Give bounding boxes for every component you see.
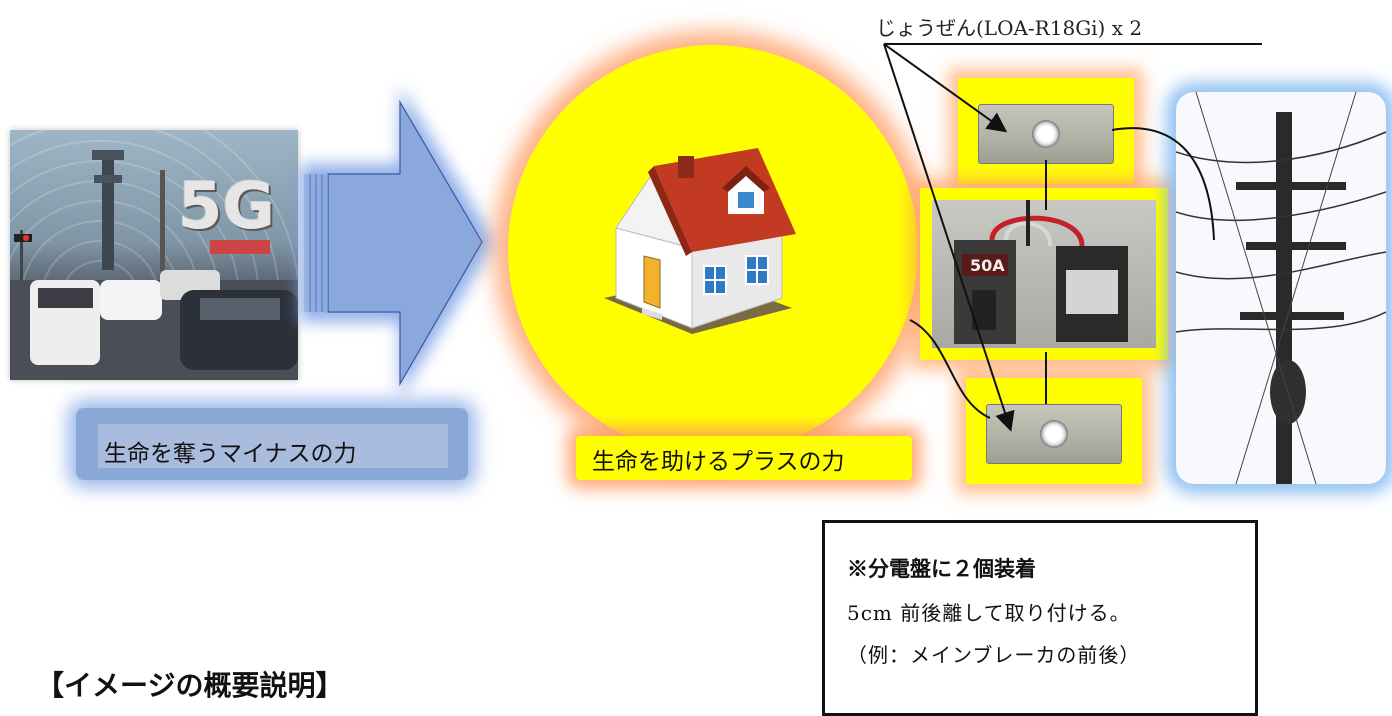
installation-note-box: ※分電盤に２個装着 5cm 前後離して取り付ける。 （例：メインブレーカの前後） bbox=[822, 520, 1258, 716]
device-light-icon bbox=[1032, 120, 1060, 148]
5g-street-photo: 5G bbox=[10, 130, 298, 380]
device-light-icon bbox=[1040, 420, 1068, 448]
house-icon bbox=[604, 148, 796, 334]
overview-heading: 【イメージの概要説明】 bbox=[36, 669, 344, 702]
breaker-panel: 50A bbox=[932, 200, 1156, 348]
plus-force-text: 生命を助けるプラスの力 bbox=[592, 449, 845, 475]
plus-force-label: 生命を助けるプラスの力 bbox=[576, 436, 912, 480]
note-line-1: 5cm 前後離して取り付ける。 bbox=[847, 601, 1131, 625]
device-caption: じょうぜん(LOA-R18Gi) x 2 bbox=[876, 16, 1143, 40]
breaker-panel-frame: 50A bbox=[920, 188, 1168, 360]
breaker-scene bbox=[954, 200, 1128, 344]
5g-badge: 5G bbox=[178, 170, 276, 244]
street-scene bbox=[10, 150, 298, 380]
minus-force-text: 生命を奪うマイナスの力 bbox=[104, 441, 357, 467]
note-line-2: （例：メインブレーカの前後） bbox=[847, 643, 1141, 667]
power-pole-photo bbox=[1176, 92, 1386, 484]
right-arrow-icon bbox=[300, 87, 495, 397]
power-pole-scene bbox=[1176, 92, 1386, 484]
connector-lines bbox=[883, 43, 1262, 432]
minus-force-label: 生命を奪うマイナスの力 bbox=[76, 408, 468, 480]
breaker-rating-label: 50A bbox=[970, 256, 1005, 275]
note-title: ※分電盤に２個装着 bbox=[847, 556, 1036, 581]
